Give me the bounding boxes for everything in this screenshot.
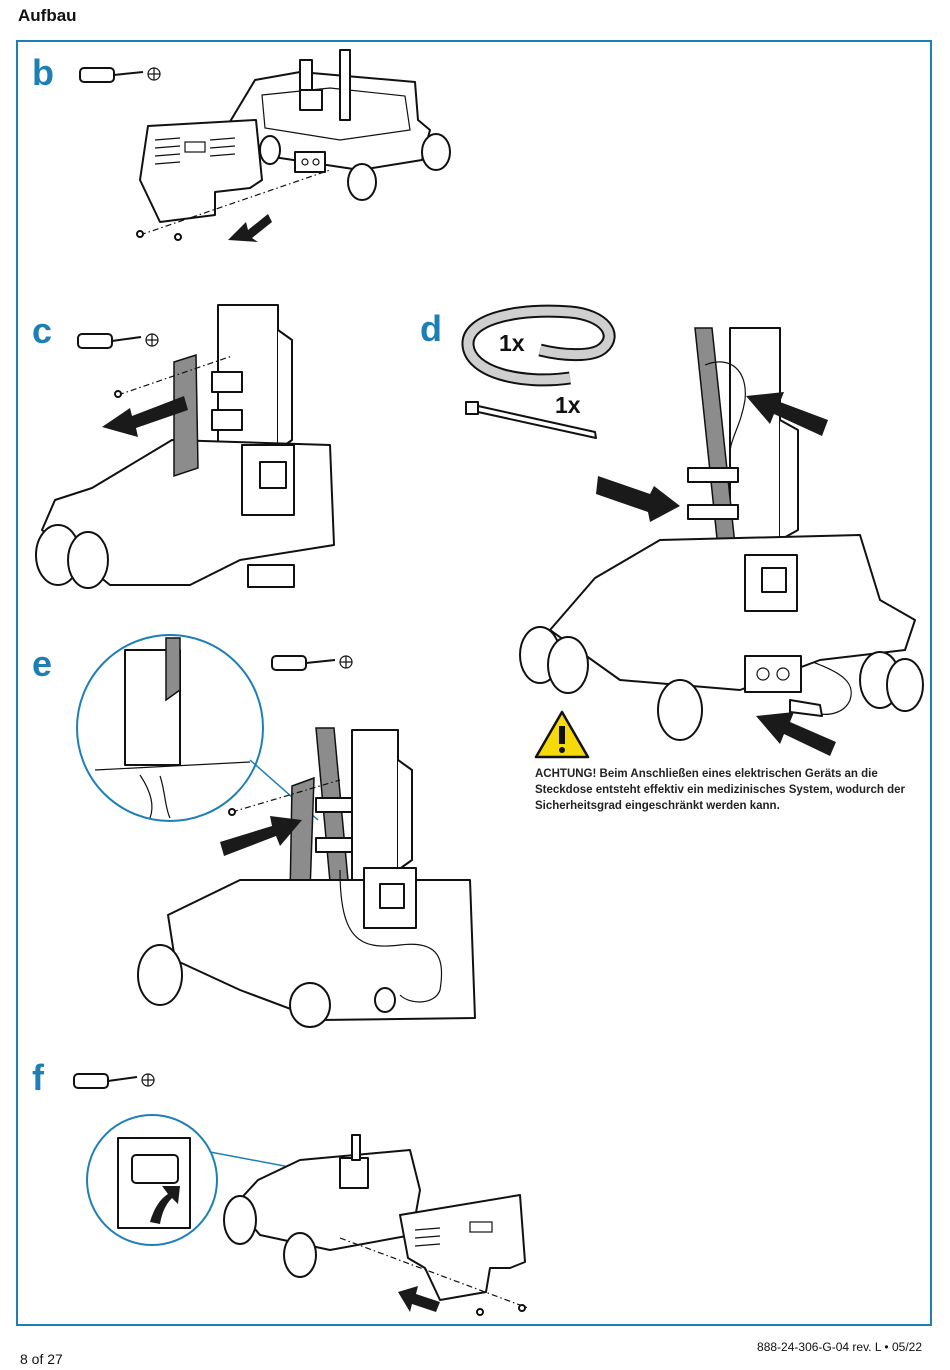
screwdriver-icon [272,656,352,670]
step-e-illustration [77,635,475,1027]
screwdriver-icon [80,68,160,82]
step-label-e: e [32,646,52,682]
tie-quantity: 1x [555,392,581,419]
warning-text: ACHTUNG! Beim Anschließen eines elektris… [535,766,915,814]
document-number: 888-24-306-G-04 rev. L • 05/22 [757,1340,922,1354]
screwdriver-icon [74,1074,154,1088]
screwdriver-icon [78,334,158,348]
hose-quantity: 1x [499,330,525,357]
step-label-d: d [420,311,442,347]
step-label-b: b [32,55,54,91]
step-c-illustration [36,305,334,588]
step-label-c: c [32,313,52,349]
step-b-illustration [80,50,450,242]
step-f-illustration [74,1074,528,1315]
step-d-illustration [466,311,923,757]
step-label-f: f [32,1060,44,1096]
page-number: 8 of 27 [20,1351,63,1367]
warning-triangle-icon [536,712,588,757]
